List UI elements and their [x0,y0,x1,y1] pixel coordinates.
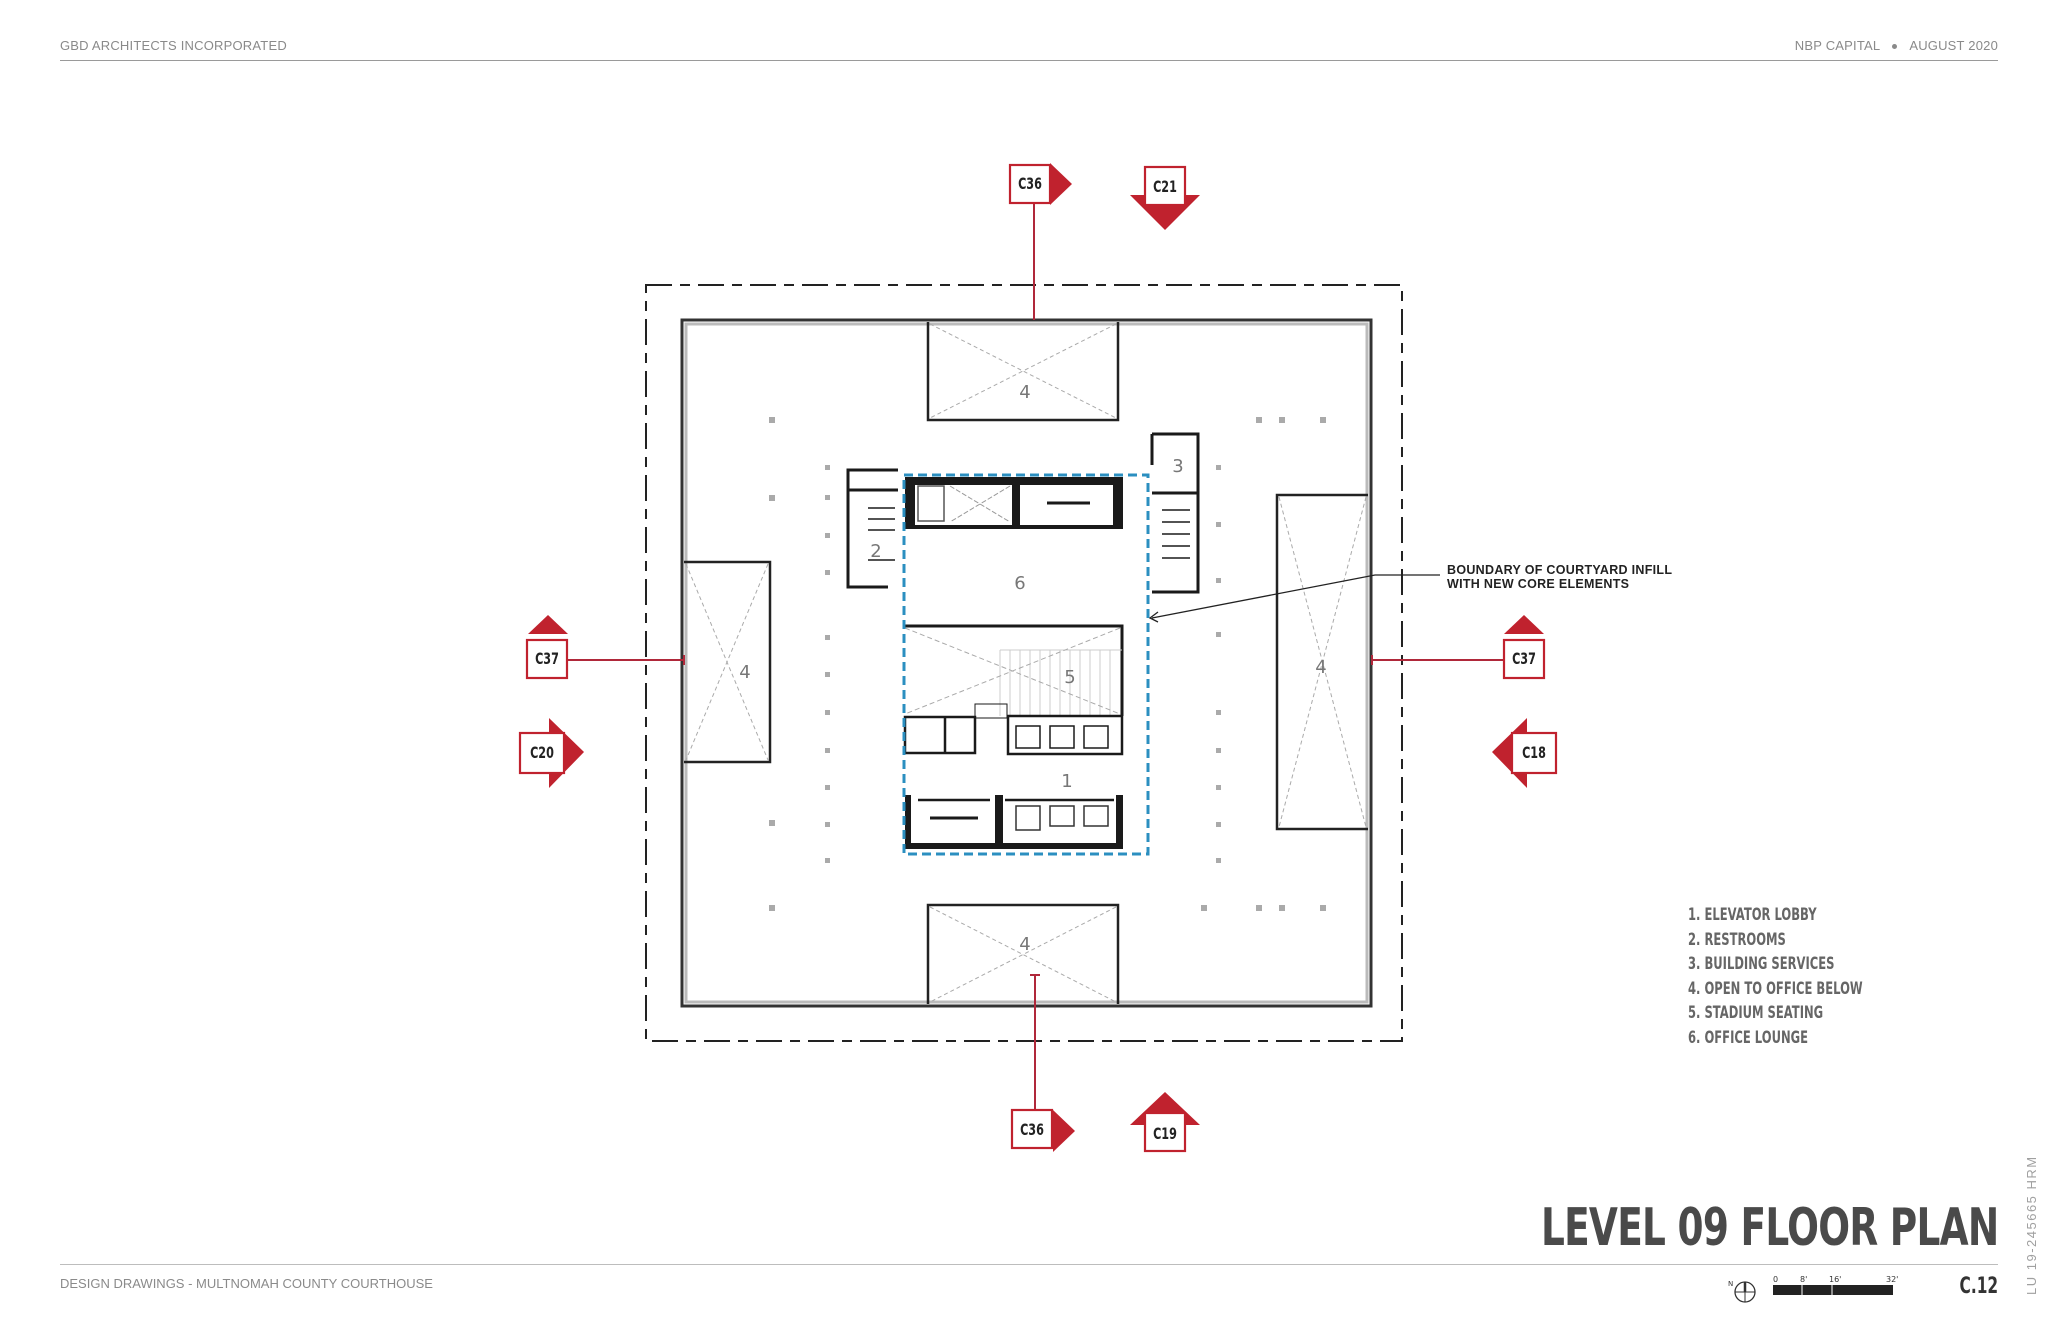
legend-item: 3. BUILDING SERVICES [1688,954,1835,974]
courtyard-infill-boundary [902,473,1150,856]
legend-item: 5. STADIUM SEATING [1688,1003,1824,1023]
separator-dot [1892,44,1898,50]
room-number-6: 6 [1014,573,1025,594]
legend-item: 6. OFFICE LOUNGE [1688,1027,1809,1048]
courtyard-callout: BOUNDARY OF COURTYARD INFILL WITH NEW CO… [1447,563,1672,591]
room-number-1: 1 [1061,771,1072,792]
room-number-4-top: 4 [1019,382,1030,403]
project-name: DESIGN DRAWINGS - MULTNOMAH COUNTY COURT… [60,1276,433,1291]
stadium-seating [903,624,1124,716]
header-rule [60,60,1998,61]
callout-line-2: WITH NEW CORE ELEMENTS [1447,577,1630,591]
sheet-title: LEVEL 09 FLOOR PLAN [1540,1198,1998,1258]
firm-name: GBD ARCHITECTS INCORPORATED [60,38,287,53]
permit-reference: LU 19-245665 HRM [2024,1155,2039,1295]
svg-text:16': 16' [1829,1275,1841,1284]
section-marker-right[interactable]: C37 [1512,649,1536,668]
svg-text:8': 8' [1800,1275,1807,1284]
section-lines [566,200,1508,1118]
svg-text:32': 32' [1886,1275,1898,1284]
legend-item: 1. ELEVATOR LOBBY [1688,905,1817,925]
open-below-bottom [926,903,1120,1004]
property-line [645,284,1403,1042]
elevators-middle [903,703,1124,756]
callout-line-1: BOUNDARY OF COURTYARD INFILL [1447,563,1673,577]
legend-item: 2. RESTROOMS [1688,929,1786,950]
svg-text:0: 0 [1773,1275,1778,1284]
issue-date: AUGUST 2020 [1909,38,1998,53]
building-services-and-restrooms-right [1150,432,1200,594]
section-marker-bottom[interactable]: C36 [1020,1120,1044,1139]
room-number-5: 5 [1064,667,1075,688]
north-and-scale: N 0 8' 16' 32' [1728,1272,1928,1311]
open-below-right [1275,493,1368,831]
footer-rule [60,1264,1998,1265]
room-legend: 1. ELEVATOR LOBBY 2. RESTROOMS 3. BUILDI… [1688,903,1945,1050]
room-number-4-right: 4 [1315,657,1326,678]
marker-boxes [518,163,1558,1153]
room-number-4-left: 4 [739,662,750,683]
elevation-marker-top[interactable]: C21 [1153,177,1177,196]
room-number-2: 2 [870,541,881,562]
structural-columns [769,417,1326,911]
client-name: NBP CAPITAL [1794,38,1881,53]
scale-bar: N 0 8' 16' 32' [1728,1275,1898,1303]
section-marker-left[interactable]: C37 [535,649,559,668]
exterior-wall-inner [684,322,1369,1004]
core-bottom [905,795,1123,849]
exterior-wall [680,318,1373,1008]
room-number-4-bottom: 4 [1019,934,1030,955]
open-below-top [926,322,1120,422]
elevation-marker-bottom[interactable]: C19 [1153,1124,1177,1143]
open-below-left [684,560,772,764]
legend-item: 4. OPEN TO OFFICE BELOW [1688,978,1863,999]
north-label: N [1728,1280,1733,1288]
client-date: NBP CAPITAL AUGUST 2020 [1795,38,1998,53]
elevation-marker-left[interactable]: C20 [530,743,554,762]
restrooms-left [846,468,898,589]
callout-leader [1151,574,1440,619]
elevation-marker-right[interactable]: C18 [1522,743,1546,762]
room-number-3: 3 [1172,456,1183,477]
sheet-number: C.12 [1959,1274,1998,1299]
core-top [905,477,1123,529]
north-arrow-icon [1734,1281,1756,1303]
section-marker-top[interactable]: C36 [1018,174,1042,193]
